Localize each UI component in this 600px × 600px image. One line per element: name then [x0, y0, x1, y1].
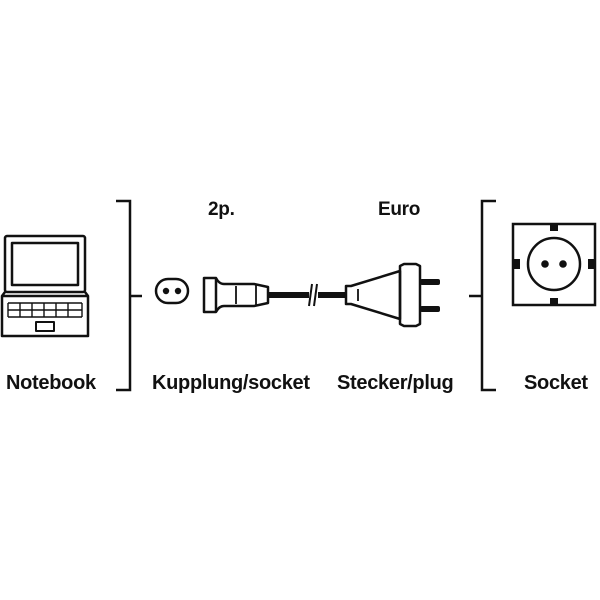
pin-count-label: 2p.	[208, 199, 235, 220]
notebook-label: Notebook	[6, 372, 96, 394]
left-bracket	[116, 199, 142, 392]
two-pin-coupling-face-icon	[154, 277, 190, 305]
right-bracket	[469, 199, 496, 392]
plug-label: Stecker/plug	[337, 372, 454, 394]
cable	[268, 283, 346, 307]
euro-plug-icon	[344, 262, 440, 328]
laptop-icon	[0, 234, 90, 338]
iec-c7-connector-icon	[202, 276, 270, 314]
wall-socket-icon	[511, 222, 597, 307]
socket-label: Socket	[524, 372, 588, 394]
plug-type-label: Euro	[378, 199, 421, 220]
coupling-label: Kupplung/socket	[152, 372, 310, 394]
